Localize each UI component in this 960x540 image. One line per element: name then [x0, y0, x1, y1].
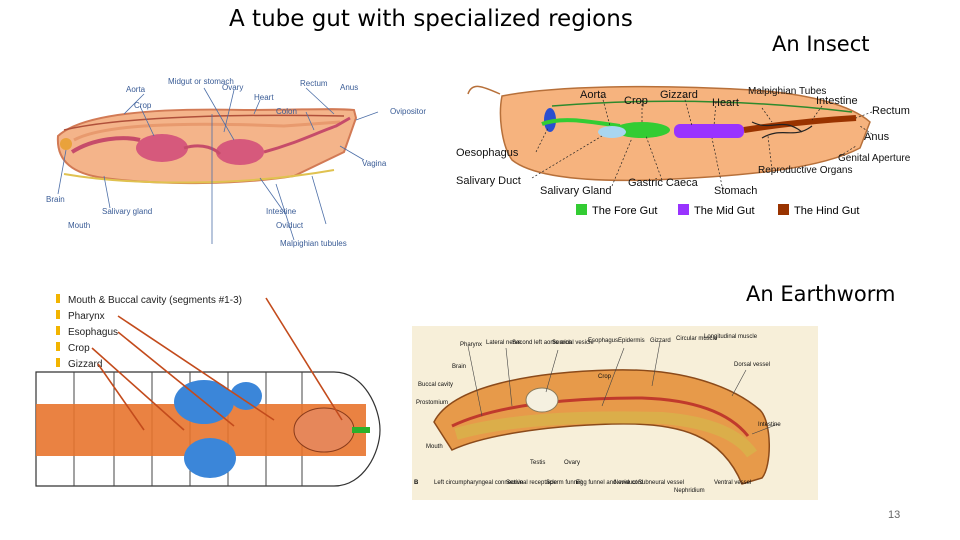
label-vagina: Vagina — [362, 159, 387, 168]
insect-label-oesophagus: Oesophagus — [456, 147, 519, 159]
gut-legend: The Fore Gut The Mid Gut The Hind Gut — [576, 204, 859, 217]
ew-label-gizzard: Gizzard — [650, 338, 671, 344]
insect-gut-diagram: Aorta Crop Gizzard Heart Malpighian Tube… — [452, 76, 938, 226]
crop-shape — [136, 134, 188, 162]
key-bullet-1 — [56, 294, 60, 303]
slide-title: A tube gut with specialized regions — [229, 6, 633, 32]
insect-title: An Insect — [772, 32, 870, 56]
label-ovary: Ovary — [222, 83, 243, 92]
ew-panel-letter: B — [414, 480, 419, 486]
ew-label-pharynx: Pharynx — [460, 342, 482, 348]
ew-label-ovary: Ovary — [564, 460, 580, 466]
key-bullet-5 — [56, 358, 60, 367]
key-bullet-2 — [56, 310, 60, 319]
seminal-vesicle-shape — [526, 388, 558, 412]
key-bullet-4 — [56, 342, 60, 351]
label-heart: Heart — [254, 93, 274, 102]
insect-label-salivary-duct: Salivary Duct — [456, 175, 521, 187]
insect-label-intestine: Intestine — [816, 95, 858, 107]
key-bullet-3 — [56, 326, 60, 335]
label-brain: Brain — [46, 195, 65, 204]
pharynx-shape — [294, 408, 354, 452]
midgut-shape — [216, 139, 264, 165]
legend-hindgut: The Hind Gut — [794, 205, 859, 217]
ew-label-intestine: Intestine — [758, 422, 781, 428]
ew-label-subneural-vessel: Subneural vessel — [638, 480, 684, 486]
ew-label-longitudinal-muscle: Longitudinal muscle — [704, 334, 758, 340]
legend-swatch-midgut — [678, 204, 689, 215]
ew-label-prostomium: Prostomium — [416, 400, 448, 406]
label-mouth: Mouth — [68, 221, 90, 230]
label-ovipositor: Ovipositor — [390, 107, 426, 116]
label-crop: Crop — [134, 101, 152, 110]
label-aorta: Aorta — [126, 85, 146, 94]
worm-dissection-diagram: Mouth & Buccal cavity (segments #1-3) Ph… — [34, 290, 384, 490]
antenna — [468, 86, 500, 94]
insect-anatomy-diagram: Aorta Crop Midgut or stomach Ovary Heart… — [44, 74, 444, 264]
ew-label-esophagus: Esophagus — [588, 338, 618, 344]
ew-label-crop: Crop — [598, 374, 612, 380]
ew-label-ventral-vessel: Ventral vessel — [714, 480, 751, 486]
salivary-gland-region — [598, 126, 626, 138]
insect-label-malpighian: Malpighian Tubes — [748, 86, 826, 97]
insect-label-gastric-caeca: Gastric Caeca — [628, 177, 699, 189]
insect-label-gizzard: Gizzard — [660, 89, 698, 101]
key-pharynx: Pharynx — [68, 311, 105, 322]
brain-shape — [60, 138, 72, 150]
ew-label-buccal-cavity: Buccal cavity — [418, 382, 453, 388]
ew-label-dorsal-vessel: Dorsal vessel — [734, 362, 770, 368]
key-esophagus: Esophagus — [68, 327, 118, 338]
key-crop: Crop — [68, 343, 90, 354]
label-salivary-gland: Salivary gland — [102, 207, 152, 216]
insect-label-crop: Crop — [624, 95, 648, 107]
earthworm-cutaway-diagram: Pharynx Lateral nerve Second left aortic… — [412, 326, 818, 500]
insect-label-salivary-gland: Salivary Gland — [540, 185, 612, 197]
legend-foregut: The Fore Gut — [592, 205, 657, 217]
key-gizzard: Gizzard — [68, 359, 102, 370]
slide-number: 13 — [888, 509, 900, 521]
label-colon: Colon — [276, 107, 297, 116]
insect-label-heart: Heart — [712, 97, 739, 109]
label-malpighian: Malpighian tubules — [280, 239, 347, 248]
ew-label-brain: Brain — [452, 364, 466, 370]
insect-label-stomach: Stomach — [714, 185, 757, 197]
ew-label-testis: Testis — [530, 460, 545, 466]
key-mouth: Mouth & Buccal cavity (segments #1-3) — [68, 295, 242, 306]
legend-swatch-hindgut — [778, 204, 789, 215]
label-anus: Anus — [340, 83, 358, 92]
label-rectum: Rectum — [300, 79, 328, 88]
legend-swatch-foregut — [576, 204, 587, 215]
label-oviduct: Oviduct — [276, 221, 304, 230]
insect-label-aorta: Aorta — [580, 89, 607, 101]
midgut-region — [674, 124, 744, 138]
insect-label-reproductive: Reproductive Organs — [758, 165, 853, 176]
label-intestine: Intestine — [266, 207, 297, 216]
legend-midgut: The Mid Gut — [694, 205, 755, 217]
earthworm-title: An Earthworm — [746, 282, 895, 306]
insect-label-genital-aperture: Genital Aperture — [838, 153, 911, 164]
ew-label-epidermis: Epidermis — [618, 338, 645, 344]
insect-label-rectum: Rectum — [872, 105, 910, 117]
ew-label-mouth: Mouth — [426, 444, 443, 450]
insect-label-anus: Anus — [864, 131, 890, 143]
ew-label-nephridium: Nephridium — [674, 488, 705, 494]
